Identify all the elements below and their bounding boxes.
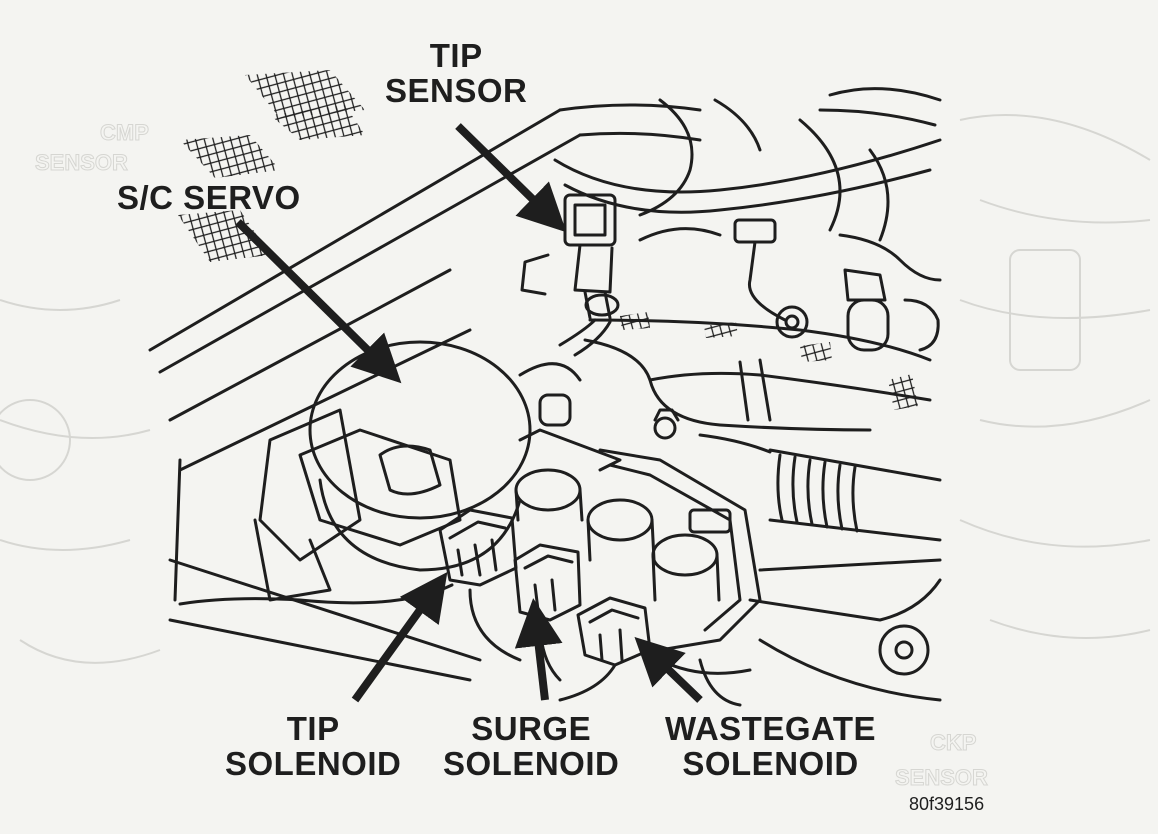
sc-servo-arrow (235, 219, 402, 384)
ghost-text: CMP SENSOR CKP SENSOR (35, 120, 989, 791)
ghost-ckp-label: CKP (930, 730, 976, 755)
tip-sensor-label: TIP SENSOR (385, 37, 528, 109)
surge-solenoid-arrow (514, 598, 563, 701)
ghost-sensor-label-2: SENSOR (895, 765, 988, 790)
leader-arrows (235, 123, 703, 703)
sc-servo-label: S/C SERVO (117, 179, 301, 216)
engine-parts (148, 87, 942, 707)
tip-solenoid-arrow (351, 572, 448, 703)
bleed-through-background (0, 114, 1151, 664)
tip-solenoid-label: TIP SOLENOID (225, 710, 402, 782)
tip-sensor-arrow (455, 123, 567, 233)
ghost-sensor-label: SENSOR (35, 150, 128, 175)
mesh-hatching (178, 70, 918, 410)
wastegate-solenoid-label: WASTEGATE SOLENOID (665, 710, 877, 782)
surge-solenoid-label: SURGE SOLENOID (443, 710, 620, 782)
figure-code: 80f39156 (909, 794, 985, 814)
wastegate-solenoid-arrow (634, 636, 703, 703)
ghost-cmp-label: CMP (100, 120, 149, 145)
